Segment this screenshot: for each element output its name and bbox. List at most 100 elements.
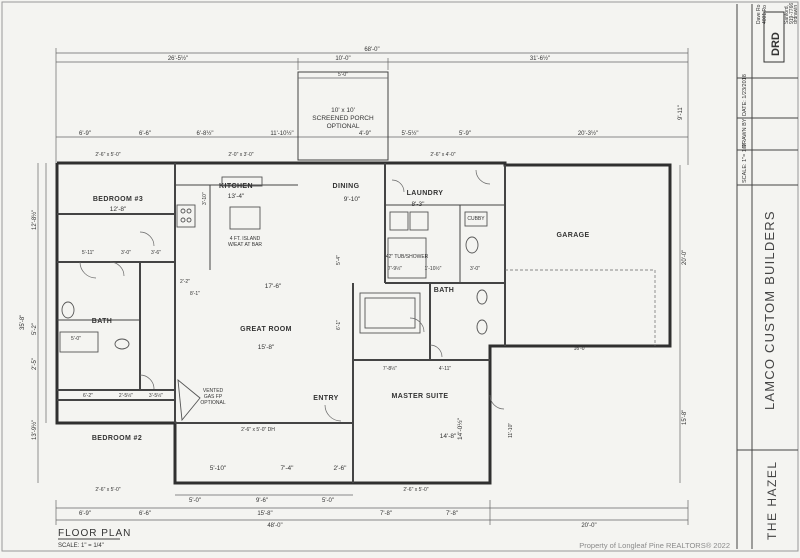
drd-logo <box>763 11 785 63</box>
dim-overall-top: 68'-0" <box>364 47 379 53</box>
idim-3: 3'-0" <box>121 250 131 256</box>
addr-line-4: 919-7766 <box>789 3 795 24</box>
left-dimensions: 12'-8½" 35'-8" 5'-2" 2'-5" 13'-9½" <box>20 163 47 483</box>
dim-bottom-overall-right: 20'-0" <box>581 523 596 529</box>
master-dim: 14'-8" <box>440 433 457 440</box>
company-name: LAMCO CUSTOM BUILDERS <box>762 210 777 410</box>
dim-bottom-r2-2: 6'-6" <box>139 511 151 517</box>
master-sink-2 <box>476 319 488 335</box>
kitchen-dim: 13'-4" <box>228 193 245 200</box>
bath1-name: BATH <box>92 318 113 325</box>
bath2-name: BATH <box>434 287 455 294</box>
idim-4: 3'-6" <box>151 250 161 256</box>
dim-row2-4: 11'-10½" <box>270 130 293 137</box>
right-dimensions: 20'-0" 15'-8" <box>679 165 688 483</box>
dim-left-3: 5'-2" <box>32 323 38 335</box>
window-label-6: 2'-6" x 5'-0" <box>403 487 428 493</box>
bedroom3-dim: 12'-8" <box>110 206 127 213</box>
dim-bottom-overall-left: 48'-0" <box>267 523 282 529</box>
addr-line-5: drdrawin <box>793 5 799 24</box>
great-room-dim2: 15'-8" <box>258 344 275 351</box>
garage-name: GARAGE <box>556 232 589 239</box>
dim-row2-5: 4'-9" <box>359 131 371 137</box>
floor-plan-scale: SCALE: 1" = 1/4" <box>58 543 104 549</box>
dim-bottom-r2-5: 7'-8" <box>446 511 458 517</box>
plan-title: FLOOR PLAN SCALE: 1" = 1/4" <box>58 528 131 549</box>
window-label-3: 2'-6" x 4'-0" <box>430 152 455 158</box>
dim-row2-2: 6'-6" <box>139 131 151 137</box>
interior-walls <box>57 163 506 483</box>
floor-plan-title: FLOOR PLAN <box>58 528 131 539</box>
idim-16: 3'-0" <box>470 266 480 272</box>
porch-note: OPTIONAL <box>327 123 360 130</box>
dim-bottom-r2-4: 7'-8" <box>380 511 392 517</box>
bottom-dimensions: 5'-0" 9'-6" 5'-0" 6'-9" 6'-6" 15'-8" 7'-… <box>55 494 689 529</box>
dim-row2-8: 20'-3½" <box>578 130 598 137</box>
idim-22: 11'-10" <box>508 423 514 438</box>
range <box>176 204 196 228</box>
master-sink-1 <box>476 289 488 305</box>
entry-name: ENTRY <box>313 395 338 402</box>
washer <box>389 211 409 231</box>
dim-bottom-r1-1: 5'-0" <box>189 498 201 504</box>
idim-12: 2'-6" <box>334 465 348 472</box>
cubby <box>464 211 488 227</box>
porch-size: 10' x 10' <box>331 107 355 114</box>
idim-21: 1'-10½" <box>425 265 442 272</box>
dim-bottom-r2-1: 6'-9" <box>79 511 91 517</box>
cubby-label: CUBBY <box>467 216 485 222</box>
window-label-1: 2'-6" x 5'-0" <box>95 152 120 158</box>
bath1-sink <box>114 338 130 350</box>
interior-dims: 3'-10" 5'-11" 3'-0" 3'-6" 2'-2" 5'-0" 6'… <box>71 192 587 472</box>
idim-13: 7'-8½" <box>383 365 397 372</box>
vented-note-3: OPTIONAL <box>200 400 226 406</box>
dim-right-small: 9'-11" <box>678 105 684 120</box>
doors <box>79 169 505 422</box>
bath1-tub <box>59 331 99 353</box>
title-date: DATE: 1/23/2018 <box>742 74 748 116</box>
addr-line-3: Sanford, <box>784 5 790 24</box>
title-scale: SCALE: 1"= 1/4" <box>742 143 748 183</box>
dim-row2-7: 5'-9" <box>459 131 471 137</box>
dim-top-b: 10'-0" <box>335 56 350 62</box>
island-note-1: 4 FT. ISLAND <box>230 236 261 242</box>
island-note-2: W/EAT AT BAR <box>228 242 262 248</box>
room-labels: BEDROOM #3 12'-8" KITCHEN 13'-4" 4 FT. I… <box>92 183 589 442</box>
idim-23: 16'-0" <box>574 346 587 352</box>
dim-left-4: 2'-5" <box>32 358 38 370</box>
idim-19: 6'-1" <box>336 320 342 330</box>
addr-line-1: Dave Ro <box>756 4 762 24</box>
window-label-4: 2'-6" x 5'-0" DH <box>241 427 275 433</box>
toilet-hall <box>465 236 479 254</box>
bedroom2-name: BEDROOM #2 <box>92 435 142 442</box>
laundry-name: LAUNDRY <box>407 190 444 197</box>
dining-dim: 9'-10" <box>344 196 361 203</box>
idim-8: 2'-5½" <box>119 392 133 399</box>
dim-left-5: 13'-9½" <box>31 420 38 440</box>
porch-inner-dim: 5'-0" <box>338 72 348 78</box>
idim-14: 4'-11" <box>439 366 452 372</box>
tub-label: 42" TUB/SHOWER <box>386 254 429 260</box>
dim-top-a: 26'-5½" <box>168 55 188 62</box>
dining-name: DINING <box>333 183 360 190</box>
plan-name: THE HAZEL <box>765 460 779 540</box>
idim-2: 5'-11" <box>82 250 95 256</box>
great-room-name: GREAT ROOM <box>240 326 292 333</box>
idim-11: 7'-4" <box>281 465 295 472</box>
title-block: SCALE: 1"= 1/4" DRAWN BY: DATE: 1/23/201… <box>736 3 799 549</box>
dim-bottom-r1-2: 9'-6" <box>256 498 268 504</box>
top-dimensions: 68'-0" 26'-5½" 10'-0" 31'-6½" 6'-9" 6'-6… <box>55 47 689 165</box>
dim-left-1: 12'-8½" <box>31 210 38 230</box>
dryer <box>409 211 429 231</box>
idim-20: 7'-9½" <box>388 265 402 272</box>
exterior-walls <box>55 161 672 485</box>
dim-right-1: 20'-0" <box>682 250 688 265</box>
vented-note-2: GAS FP <box>204 394 223 400</box>
window-labels: 2'-6" x 5'-0" 2'-0" x 3'-0" 2'-6" x 4'-0… <box>95 152 455 493</box>
kitchen-name: KITCHEN <box>219 183 253 190</box>
dim-row2-3: 6'-8½" <box>197 130 214 137</box>
idim-17: 8'-1" <box>190 291 200 297</box>
dim-right-2: 15'-8" <box>682 410 688 425</box>
